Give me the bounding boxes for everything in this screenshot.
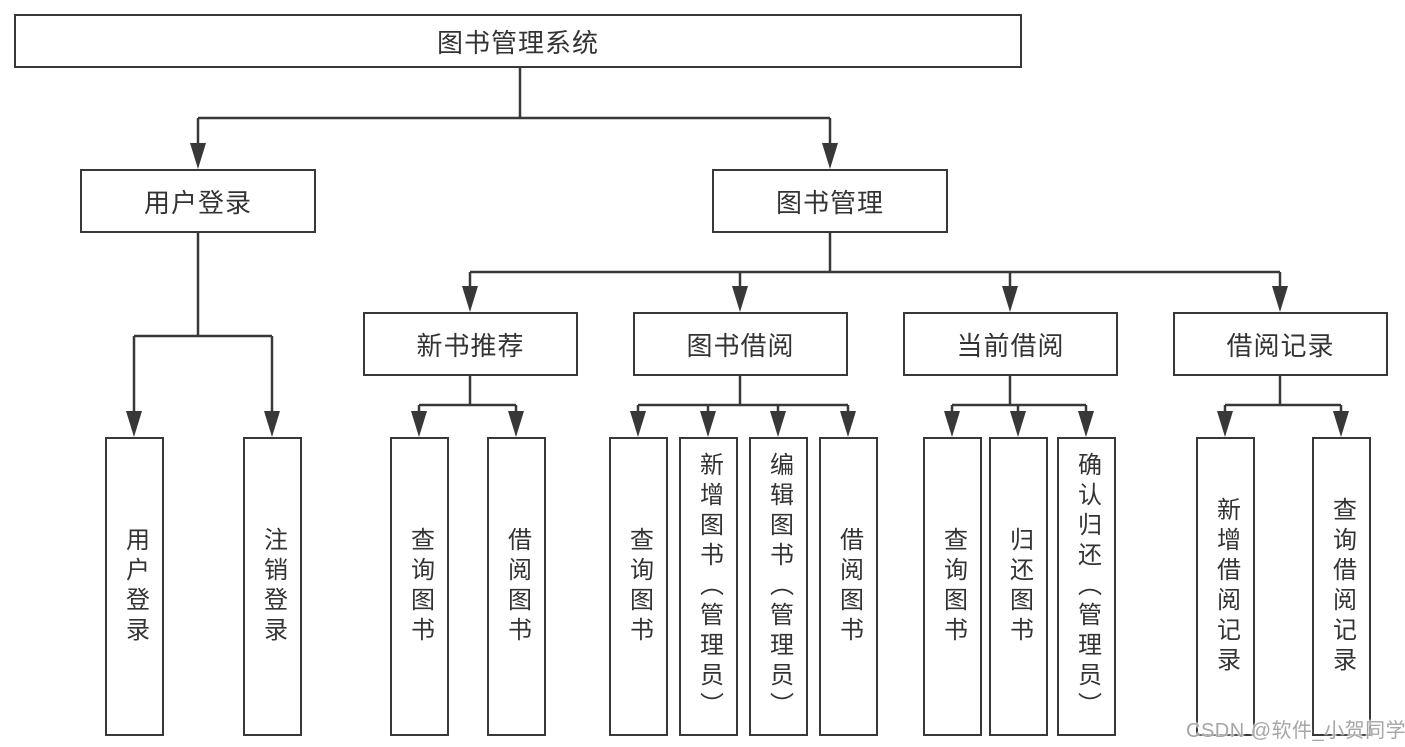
node-leaf-bor-borrow-book: 借阅图书 xyxy=(819,437,878,736)
node-leaf-bor-borrow-book-label: 借阅图书 xyxy=(835,526,863,647)
arrowhead xyxy=(411,411,427,437)
node-borrow-records-label: 借阅记录 xyxy=(1226,330,1335,361)
connector-lines xyxy=(132,68,1343,418)
node-leaf-bor-add-book: 新增图书（管理员） xyxy=(679,437,738,736)
node-leaf-user-login-label: 用户登录 xyxy=(121,526,149,647)
arrowhead xyxy=(944,411,960,437)
node-user-login-label: 用户登录 xyxy=(143,187,252,218)
node-leaf-logout: 注销登录 xyxy=(243,437,302,736)
node-leaf-user-login: 用户登录 xyxy=(105,437,164,736)
node-leaf-logout-label: 注销登录 xyxy=(259,526,287,647)
edge-new-book-rec-to-leaves xyxy=(417,376,518,418)
arrowhead xyxy=(732,286,748,312)
node-current-borrow-label: 当前借阅 xyxy=(956,330,1065,361)
node-current-borrow: 当前借阅 xyxy=(903,312,1118,376)
node-book-mgmt: 图书管理 xyxy=(712,169,948,233)
node-leaf-rec-borrow-book-label: 借阅图书 xyxy=(503,526,531,647)
node-leaf-cur-return-book-label: 归还图书 xyxy=(1005,526,1033,647)
node-leaf-bor-edit-book-label: 编辑图书（管理员） xyxy=(765,451,793,722)
node-leaf-cur-confirm-return-label: 确认归还（管理员） xyxy=(1073,451,1101,722)
arrowhead xyxy=(1002,286,1018,312)
node-borrow-records: 借阅记录 xyxy=(1173,312,1388,376)
arrowhead xyxy=(1333,411,1349,437)
node-book-borrow: 图书借阅 xyxy=(633,312,848,376)
csdn-watermark: CSDN @软件_小贺同学 xyxy=(1186,720,1405,742)
node-root: 图书管理系统 xyxy=(14,14,1022,68)
arrowhead xyxy=(840,411,856,437)
node-leaf-rcd-query-record: 查询借阅记录 xyxy=(1312,437,1371,736)
arrowhead xyxy=(1272,286,1288,312)
node-leaf-rcd-query-record-label: 查询借阅记录 xyxy=(1328,496,1356,677)
node-leaf-rcd-add-record: 新增借阅记录 xyxy=(1196,437,1255,736)
node-new-book-rec: 新书推荐 xyxy=(363,312,578,376)
node-leaf-bor-query-book-label: 查询图书 xyxy=(625,526,653,647)
node-user-login: 用户登录 xyxy=(80,169,316,233)
node-new-book-rec-label: 新书推荐 xyxy=(416,330,525,361)
node-leaf-bor-query-book: 查询图书 xyxy=(609,437,668,736)
node-leaf-cur-query-book-label: 查询图书 xyxy=(939,526,967,647)
edge-root-to-level1 xyxy=(196,68,832,150)
node-book-borrow-label: 图书借阅 xyxy=(686,330,795,361)
node-leaf-rec-borrow-book: 借阅图书 xyxy=(487,437,546,736)
arrowhead xyxy=(1217,411,1233,437)
arrowhead xyxy=(700,411,716,437)
arrowhead xyxy=(770,411,786,437)
node-leaf-cur-confirm-return: 确认归还（管理员） xyxy=(1057,437,1116,736)
arrowhead xyxy=(630,411,646,437)
node-leaf-cur-query-book: 查询图书 xyxy=(923,437,982,736)
node-leaf-cur-return-book: 归还图书 xyxy=(989,437,1048,736)
edge-user-login-to-leaves xyxy=(132,233,274,418)
arrowhead xyxy=(190,143,206,169)
arrowhead xyxy=(264,411,280,437)
edge-book-mgmt-to-level2 xyxy=(468,233,1282,293)
arrowhead xyxy=(822,143,838,169)
arrowhead xyxy=(508,411,524,437)
arrowheads xyxy=(126,143,1349,437)
arrowhead xyxy=(1078,411,1094,437)
arrowhead xyxy=(1010,411,1026,437)
node-root-label: 图书管理系统 xyxy=(436,27,599,58)
edge-borrow-records-to-leaves xyxy=(1223,376,1343,418)
node-leaf-bor-edit-book: 编辑图书（管理员） xyxy=(749,437,808,736)
arrowhead xyxy=(462,286,478,312)
arrowhead xyxy=(126,411,142,437)
node-book-mgmt-label: 图书管理 xyxy=(775,187,884,218)
node-leaf-rec-query-book: 查询图书 xyxy=(390,437,449,736)
edge-book-borrow-to-leaves xyxy=(636,376,850,418)
node-leaf-rcd-add-record-label: 新增借阅记录 xyxy=(1212,496,1240,677)
node-leaf-bor-add-book-label: 新增图书（管理员） xyxy=(695,451,723,722)
node-leaf-rec-query-book-label: 查询图书 xyxy=(406,526,434,647)
